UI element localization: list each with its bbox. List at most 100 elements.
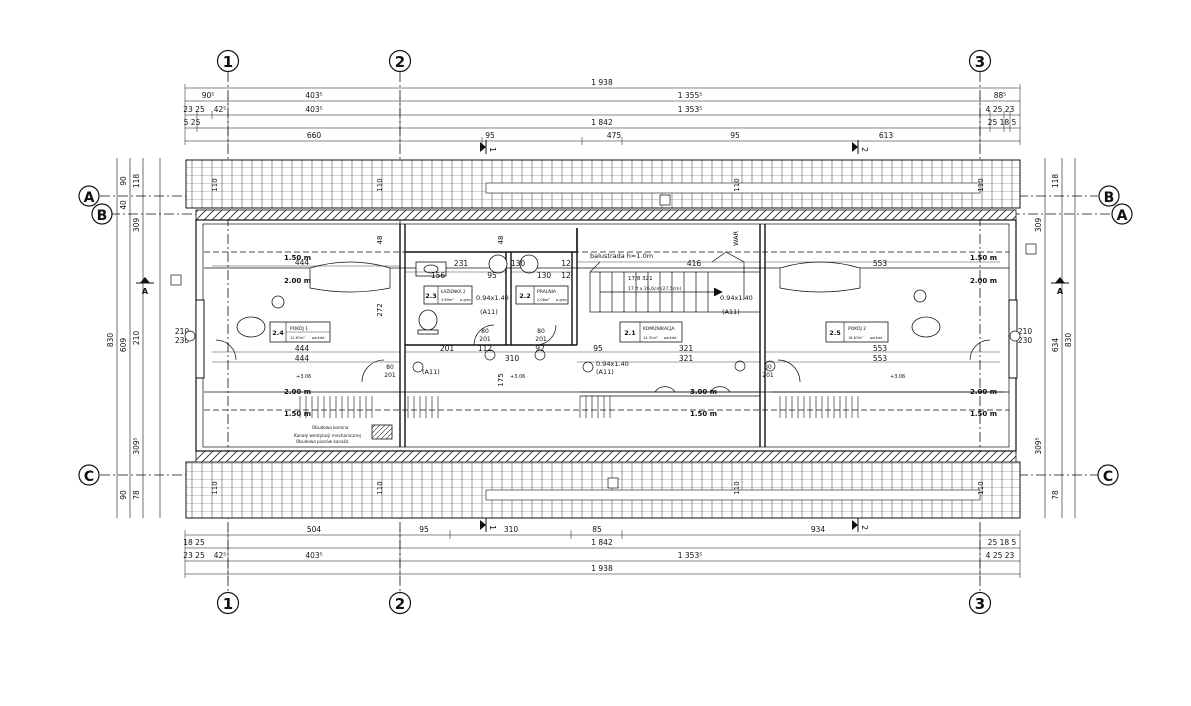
dim-v-48a: 48 <box>376 236 384 245</box>
dim-in-444-mid: 444 <box>295 344 310 353</box>
dim-left-inner-3: 78 <box>132 490 141 500</box>
joist-hatching-mid <box>407 396 611 418</box>
grid-bubble-2-bottom: 2 <box>388 591 412 615</box>
dim-left-inner-0: 118 <box>132 174 141 189</box>
label-text: POKÓJ 1 <box>290 325 308 332</box>
dim-in-231: 231 <box>454 259 469 268</box>
label-text: C <box>1103 469 1113 485</box>
label-text: 2.5 <box>829 329 841 337</box>
stairs-spec: 17 ft x 26,6cm(27,5cm) <box>628 286 681 292</box>
dim-top-r2-0: 90⁵ <box>202 91 215 100</box>
top-dimension-texts: 1 938 90⁵ 403⁵ 1 355⁵ 88⁵ 23 25 42⁵ 403⁵… <box>183 78 1016 140</box>
chimney-box <box>371 424 393 440</box>
label-text: 2.3 <box>425 292 437 300</box>
dim-top-r4-right: 25 18 5 <box>988 118 1017 127</box>
dim-top-r2-1: 403⁵ <box>305 91 322 100</box>
grid-bubble-1-top: 1 <box>216 49 240 73</box>
dim-in-444-low: 444 <box>295 354 310 363</box>
label-text: A <box>84 190 95 206</box>
dim-bot-r2-left: 18 25 <box>183 538 205 547</box>
dim-top-r3-2: 403⁵ <box>305 105 322 114</box>
label-text: 2 <box>860 147 869 152</box>
window-size-c: 0.94x1.40 <box>596 360 629 368</box>
label-text: 2 <box>860 525 869 530</box>
room-label-2-2: 2.2 PRALNIA 2.08m² p.gres <box>515 285 569 305</box>
dim-right-mid-3: 309⁵ <box>1034 437 1043 454</box>
label-text: A <box>1057 287 1064 296</box>
label-text: 18.67m² <box>848 336 863 340</box>
dim-in-444-top: 444 <box>295 258 310 267</box>
dim-in-553-low: 553 <box>873 354 888 363</box>
label-text: 80 <box>481 328 489 335</box>
height-150-mid: 1.50 m <box>690 410 717 418</box>
label-text: parkiet <box>870 336 883 340</box>
grid-bubble-C-left: C <box>78 464 100 486</box>
legend-notes: Obudowa komina Kanały wentylacji mechani… <box>294 425 361 444</box>
dim-bot-r3-1: 42⁵ <box>214 551 227 560</box>
right-dimension-texts: 830 118 634 78 309 309⁵ 210 230 <box>1018 174 1073 500</box>
dim-top-r5-0: 660 <box>307 131 322 140</box>
bottom-dimension-texts: 504 95 310 85 934 1 842 18 25 25 18 5 23… <box>183 525 1016 573</box>
dim-top-total: 1 938 <box>591 78 613 87</box>
room-label-2-5: 2.5 POKÓJ 2 18.67m² parkiet <box>825 321 889 343</box>
dim-left-mid-2: 309 <box>132 218 141 233</box>
dim-top-r4-left: 5 25 <box>184 118 201 127</box>
dim-in-201: 201 <box>440 344 455 353</box>
room-label-2-3: 2.3 ŁAZIENKA 2 3.69m² p.gres <box>423 285 473 305</box>
dim-bot-r3-4: 4 25 23 <box>986 551 1015 560</box>
label-text: ŁAZIENKA 2 <box>440 289 466 294</box>
label-text: 201 <box>762 372 774 379</box>
label-text: 80 <box>764 364 772 371</box>
inner-dimension-lines <box>212 261 1000 363</box>
window-size-b: 0.94x1.40 <box>720 294 753 302</box>
dim-in-12b: 12 <box>561 271 571 280</box>
grid-bubble-C-right: C <box>1097 464 1119 486</box>
height-150-left-bot: 1.50 m <box>284 410 311 418</box>
vertical-inner-dims: 48 48 272 175 110 110 110 110 110 110 11… <box>211 178 985 494</box>
bottom-dimension-lines <box>184 530 1021 578</box>
room-label-2-4: 2.4 POKÓJ 1 12.67m² parkiet <box>269 321 331 343</box>
dim-right-mid-2: 634 <box>1051 338 1060 353</box>
label-text: parkiet <box>664 336 677 340</box>
dim-in-321-mid: 321 <box>679 344 694 353</box>
grid-bubble-A-right: A <box>1111 203 1133 225</box>
dim-left-inner-230: 230 <box>175 336 190 345</box>
dim-in-130b: 130 <box>537 271 552 280</box>
window-annotations: balustrada h=1.0m 17/8 321 17 ft x 26,6c… <box>422 230 753 376</box>
dim-v-110c: 110 <box>733 178 741 191</box>
dim-in-130a: 130 <box>511 259 526 268</box>
height-200-left-bot: 2.00 m <box>284 388 311 396</box>
window-tag-b: (A11) <box>722 308 740 316</box>
dim-bot-r4-total: 1 938 <box>591 564 613 573</box>
dim-in-310: 310 <box>505 354 520 363</box>
dim-top-r5-4: 613 <box>879 131 894 140</box>
grid-bubble-2-top: 2 <box>388 49 412 73</box>
war-label: WAR <box>732 230 740 246</box>
window-tag-a: (A11) <box>480 308 498 316</box>
section-marker-1-bottom: 1 <box>480 518 497 532</box>
roof-window-right <box>779 261 861 293</box>
gable-window-left <box>195 299 205 379</box>
dim-bot-r3-3: 1 353⁵ <box>678 551 702 560</box>
section-marker-2-bottom: 2 <box>852 518 869 532</box>
height-150-left-top: 1.50 m <box>284 254 311 262</box>
label-text: A <box>142 287 149 296</box>
dim-right-mid-0: 118 <box>1051 174 1060 189</box>
label-text: 80 <box>386 364 394 371</box>
dim-v-110h: 110 <box>977 481 985 494</box>
label-text: p.gres <box>556 298 567 302</box>
left-dimension-lines <box>116 158 161 518</box>
dim-in-112: 112 <box>478 344 493 353</box>
dim-top-r2-3: 88⁵ <box>994 91 1007 100</box>
dim-bot-r3-0: 23 25 <box>183 551 205 560</box>
label-text: 1 <box>488 525 497 530</box>
dim-in-553-top: 553 <box>873 259 888 268</box>
dim-v-110e: 110 <box>211 481 219 494</box>
dim-left-outer: 830 <box>106 333 115 348</box>
dim-right-inner-1: 230 <box>1018 336 1033 345</box>
dim-left-mid-1: 40 <box>119 200 128 210</box>
label-text: 80 <box>537 328 545 335</box>
dim-in-92: 92 <box>535 344 545 353</box>
dim-in-553-mid: 553 <box>873 344 888 353</box>
dim-in-321-low: 321 <box>679 354 694 363</box>
